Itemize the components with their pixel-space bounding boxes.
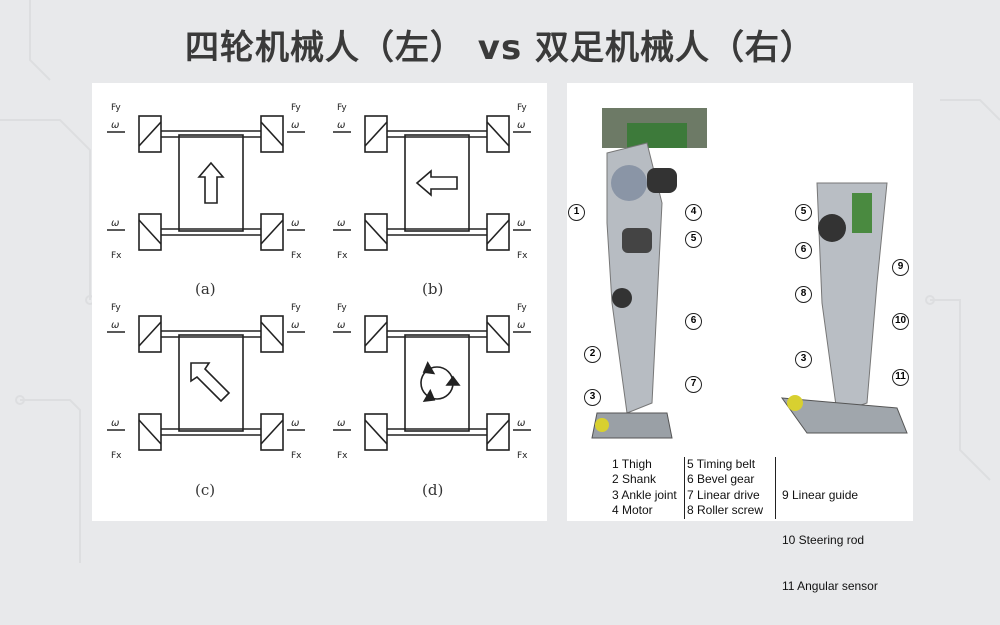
slide-title: 四轮机械人（左） vs 双足机械人（右） bbox=[184, 28, 816, 68]
callout-number: 1 bbox=[568, 204, 585, 221]
omega-label: ω bbox=[337, 218, 345, 229]
caption-b: (b) bbox=[422, 280, 444, 298]
callout-number: 3 bbox=[795, 351, 812, 368]
force-label: Fy bbox=[291, 103, 301, 113]
omega-label: ω bbox=[517, 320, 525, 331]
callout-number: 3 bbox=[584, 389, 601, 406]
force-label: Fx bbox=[337, 251, 348, 261]
callout-number: 5 bbox=[795, 204, 812, 221]
legend-column-3: 9 Linear guide 10 Steering rod 11 Angula… bbox=[782, 457, 878, 625]
force-label: Fx bbox=[291, 451, 302, 461]
biped-leg-illustration bbox=[591, 108, 908, 439]
direction-arrow bbox=[197, 161, 225, 204]
omega-label: ω bbox=[517, 120, 525, 131]
mecanum-cart-up: ω Fy ω Fy ωFx ωFx bbox=[107, 103, 305, 261]
legend-item: 9 Linear guide bbox=[782, 487, 859, 502]
omega-label: ω bbox=[291, 320, 299, 331]
mecanum-cart-left: ω Fy ω Fy ωFx ωFx bbox=[333, 103, 531, 261]
callout-number: 5 bbox=[685, 231, 702, 248]
callout-number: 8 bbox=[795, 286, 812, 303]
force-label: Fx bbox=[517, 251, 528, 261]
callout-number: 2 bbox=[584, 346, 601, 363]
omega-label: ω bbox=[111, 418, 119, 429]
omega-label: ω bbox=[111, 320, 119, 331]
omega-label: ω bbox=[111, 218, 119, 229]
legend-divider bbox=[684, 457, 685, 519]
force-label: Fy bbox=[111, 303, 121, 313]
force-label: Fy bbox=[291, 303, 301, 313]
caption-c: (c) bbox=[195, 481, 216, 499]
legend-item: 11 Angular sensor bbox=[782, 579, 878, 594]
legend-item: 1 Thigh bbox=[612, 457, 652, 471]
force-label: Fy bbox=[337, 303, 347, 313]
callout-number: 6 bbox=[685, 313, 702, 330]
right-leg-drawing bbox=[780, 182, 908, 434]
legend-item: 2 Shank bbox=[612, 472, 657, 487]
legend-item: 6 Bevel gear bbox=[687, 472, 755, 487]
force-label: Fy bbox=[111, 103, 121, 113]
mecanum-wheel-diagrams: ωFyωFyωFxωFxωFyωFyωFxωFxωFyωFyωFxωFxωFyω… bbox=[107, 103, 531, 461]
force-label: Fy bbox=[337, 103, 347, 113]
direction-arrow bbox=[415, 169, 458, 197]
direction-arrow bbox=[420, 361, 461, 403]
force-label: Fx bbox=[517, 451, 528, 461]
omega-label: ω bbox=[291, 120, 299, 131]
omega-label: ω bbox=[291, 218, 299, 229]
callout-number: 11 bbox=[892, 369, 909, 386]
legend-item: 7 Linear drive bbox=[687, 487, 760, 502]
caption-a: (a) bbox=[195, 280, 216, 298]
omega-label: ω bbox=[517, 418, 525, 429]
omega-label: ω bbox=[291, 418, 299, 429]
legend-item: 10 Steering rod bbox=[782, 533, 865, 548]
mecanum-cart-diag: ω Fy ω Fy ωFx ωFx bbox=[107, 303, 305, 461]
direction-arrow bbox=[190, 362, 231, 403]
legend-column-2: 5 Timing belt 6 Bevel gear 7 Linear driv… bbox=[687, 457, 763, 518]
mecanum-cart-rot: ω Fy ω Fy ωFx ωFx bbox=[333, 303, 531, 461]
omega-label: ω bbox=[337, 120, 345, 131]
force-label: Fx bbox=[337, 451, 348, 461]
force-label: Fx bbox=[291, 251, 302, 261]
callout-number: 4 bbox=[685, 204, 702, 221]
legend-item: 3 Ankle joint bbox=[612, 487, 677, 502]
omega-label: ω bbox=[111, 120, 119, 131]
omega-label: ω bbox=[517, 218, 525, 229]
force-label: Fx bbox=[111, 451, 122, 461]
callout-number: 9 bbox=[892, 259, 909, 276]
biped-leg-figure-panel: 1 2 3 4 5 6 7 5 6 9 8 10 3 11 1 Thigh 2 … bbox=[567, 83, 913, 593]
caption-d: (d) bbox=[422, 481, 444, 499]
omega-label: ω bbox=[337, 320, 345, 331]
legend-divider bbox=[775, 457, 776, 519]
force-label: Fx bbox=[111, 251, 122, 261]
force-label: Fy bbox=[517, 303, 527, 313]
callout-number: 6 bbox=[795, 242, 812, 259]
legend-item: 5 Timing belt bbox=[687, 457, 756, 471]
left-leg-drawing bbox=[591, 108, 707, 439]
legend-item: 8 Roller screw bbox=[687, 502, 764, 517]
omega-label: ω bbox=[337, 418, 345, 429]
callout-number: 7 bbox=[685, 376, 702, 393]
legend-item: 4 Motor bbox=[612, 502, 653, 517]
legend-column-1: 1 Thigh 2 Shank 3 Ankle joint 4 Motor bbox=[612, 457, 677, 518]
callout-number: 10 bbox=[892, 313, 909, 330]
force-label: Fy bbox=[517, 103, 527, 113]
